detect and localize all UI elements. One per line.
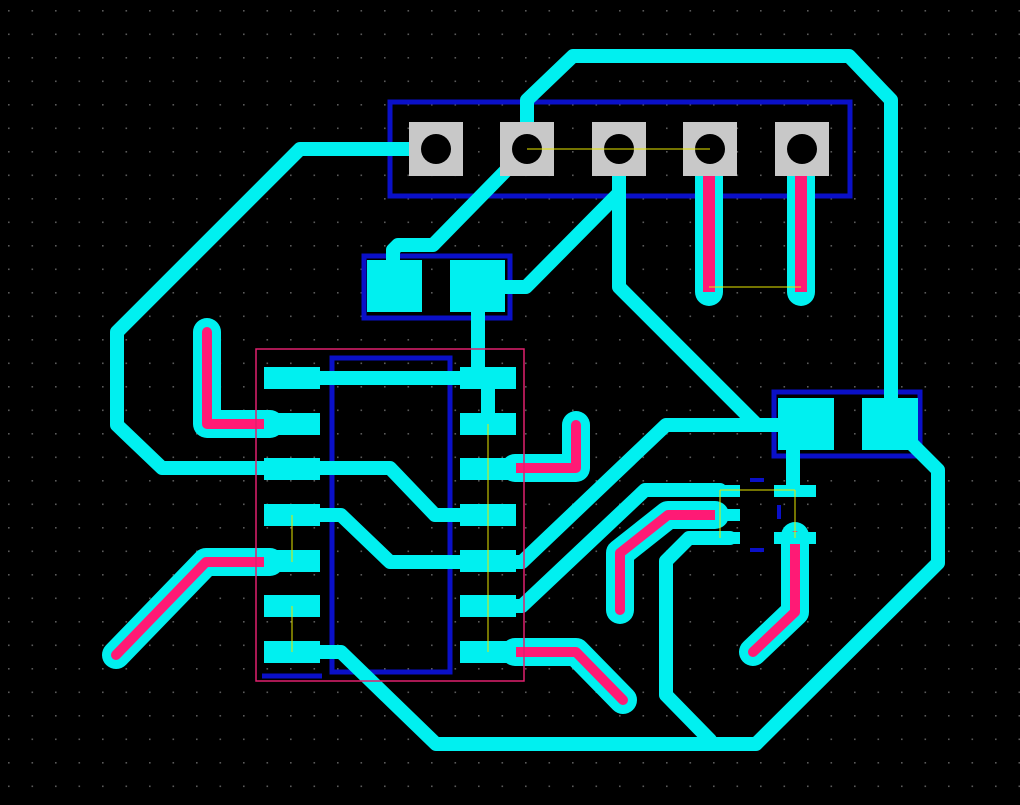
ic-pin-1[interactable] <box>264 367 320 389</box>
trace-top-arc[interactable] <box>520 49 898 432</box>
ic-pin-2[interactable] <box>264 413 320 435</box>
trace-sot-bottom[interactable] <box>659 531 737 747</box>
drill-hole-1 <box>421 134 451 164</box>
bottom-copper-traces <box>111 170 807 705</box>
right-smd-pad-2[interactable] <box>862 398 918 450</box>
sot-pad-3[interactable] <box>715 532 740 544</box>
bottom-trace-4[interactable] <box>510 420 581 473</box>
drill-hole-5 <box>787 134 817 164</box>
upper-smd-pad-1[interactable] <box>367 260 422 312</box>
bottom-trace-7[interactable] <box>615 510 720 615</box>
trace-bottom-loop[interactable] <box>285 419 945 751</box>
trace-outer-loop[interactable] <box>110 142 497 522</box>
right-smd-pad-1[interactable] <box>778 398 834 450</box>
bottom-trace-6[interactable] <box>510 647 628 705</box>
bottom-trace-3[interactable] <box>202 327 275 429</box>
bottom-trace-5[interactable] <box>111 557 275 660</box>
bottom-trace-8[interactable] <box>748 531 800 657</box>
ic-pin-14[interactable] <box>460 367 516 389</box>
ratsnest-lines <box>291 148 801 652</box>
ic-courtyard <box>255 348 525 682</box>
trace-ic-right-loop[interactable] <box>285 418 813 569</box>
sot-pad-2[interactable] <box>715 509 740 521</box>
sot-pad-1[interactable] <box>715 485 740 497</box>
ic-pin-3[interactable] <box>264 458 320 480</box>
sot-outline <box>750 478 781 552</box>
upper-smd-pad-2[interactable] <box>450 260 505 312</box>
smd-pads <box>264 260 918 663</box>
